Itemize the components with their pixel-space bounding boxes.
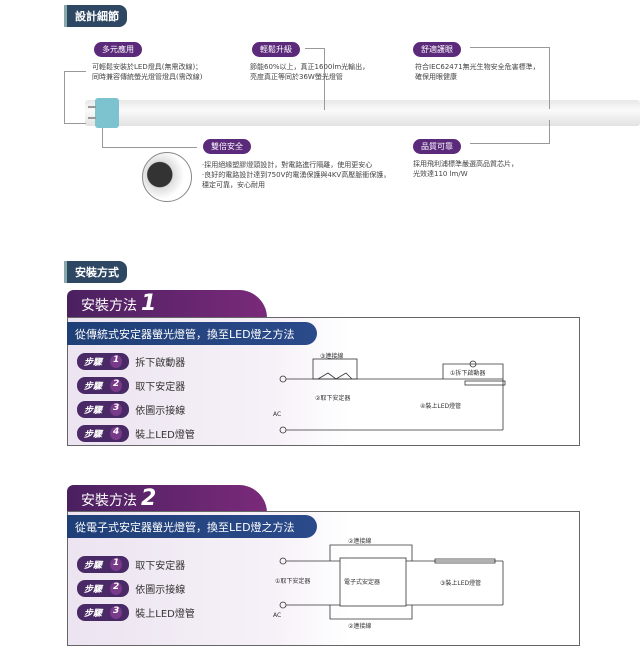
feature-label: 多元應用 (94, 42, 142, 57)
svg-text:②取下安定器: ②取下安定器 (315, 394, 350, 402)
svg-text:③連接線: ③連接線 (320, 352, 343, 360)
feature-label: 舒適護眼 (413, 42, 461, 57)
svg-text:④裝上LED燈管: ④裝上LED燈管 (420, 402, 461, 410)
design-details-badge: 設計細節 (64, 5, 127, 27)
method-2-banner: 從電子式安定器螢光燈管，換至LED燈之方法 (67, 515, 317, 538)
svg-text:②連接線: ②連接線 (348, 537, 371, 545)
feature-text: 可輕鬆安裝於LED燈具(無需改線)；同時兼容傳統螢光燈管燈具(需改線) (92, 63, 203, 81)
wiring-diagram-2: ②連接線 ①取下安定器 電子式安定器 ③裝上LED燈管 ②連接線 AC (273, 537, 504, 630)
install-badge: 安裝方式 (64, 261, 127, 283)
svg-text:AC: AC (273, 612, 281, 619)
wiring-diagram-1: ③連接線 ②取下安定器 ①拆下啟動器 ④裝上LED燈管 AC (273, 352, 506, 434)
method-1-banner: 從傳統式安定器螢光燈管，換至LED燈之方法 (67, 322, 317, 345)
feature-label: 雙倍安全 (203, 139, 251, 154)
tube-end-cap (95, 98, 119, 128)
feature-text: ·採用絕緣塑膠燈頭設計，對電路進行隔離，使用更安心·良好的電路設計達到750V的… (202, 161, 391, 189)
svg-text:AC: AC (273, 411, 281, 418)
feature-label: 品質可靠 (413, 139, 461, 154)
svg-text:①取下安定器: ①取下安定器 (275, 577, 310, 585)
feature-text: 採用飛利浦標準嚴選高品質芯片，光效達110 lm/W (413, 160, 518, 178)
end-cap-closeup-image (142, 152, 192, 202)
svg-text:①拆下啟動器: ①拆下啟動器 (450, 369, 485, 377)
feature-text: 節能60%以上，真正1600lm光輸出，亮度真正等同於36W螢光燈管 (250, 63, 370, 81)
svg-text:②連接線: ②連接線 (348, 622, 371, 630)
feature-label: 輕鬆升級 (252, 42, 300, 57)
svg-text:③裝上LED燈管: ③裝上LED燈管 (440, 579, 481, 587)
feature-text: 符合IEC62471無光生物安全危害標準，確保用眼健康 (415, 63, 540, 81)
led-tube-image (85, 100, 640, 126)
svg-text:電子式安定器: 電子式安定器 (344, 578, 380, 586)
